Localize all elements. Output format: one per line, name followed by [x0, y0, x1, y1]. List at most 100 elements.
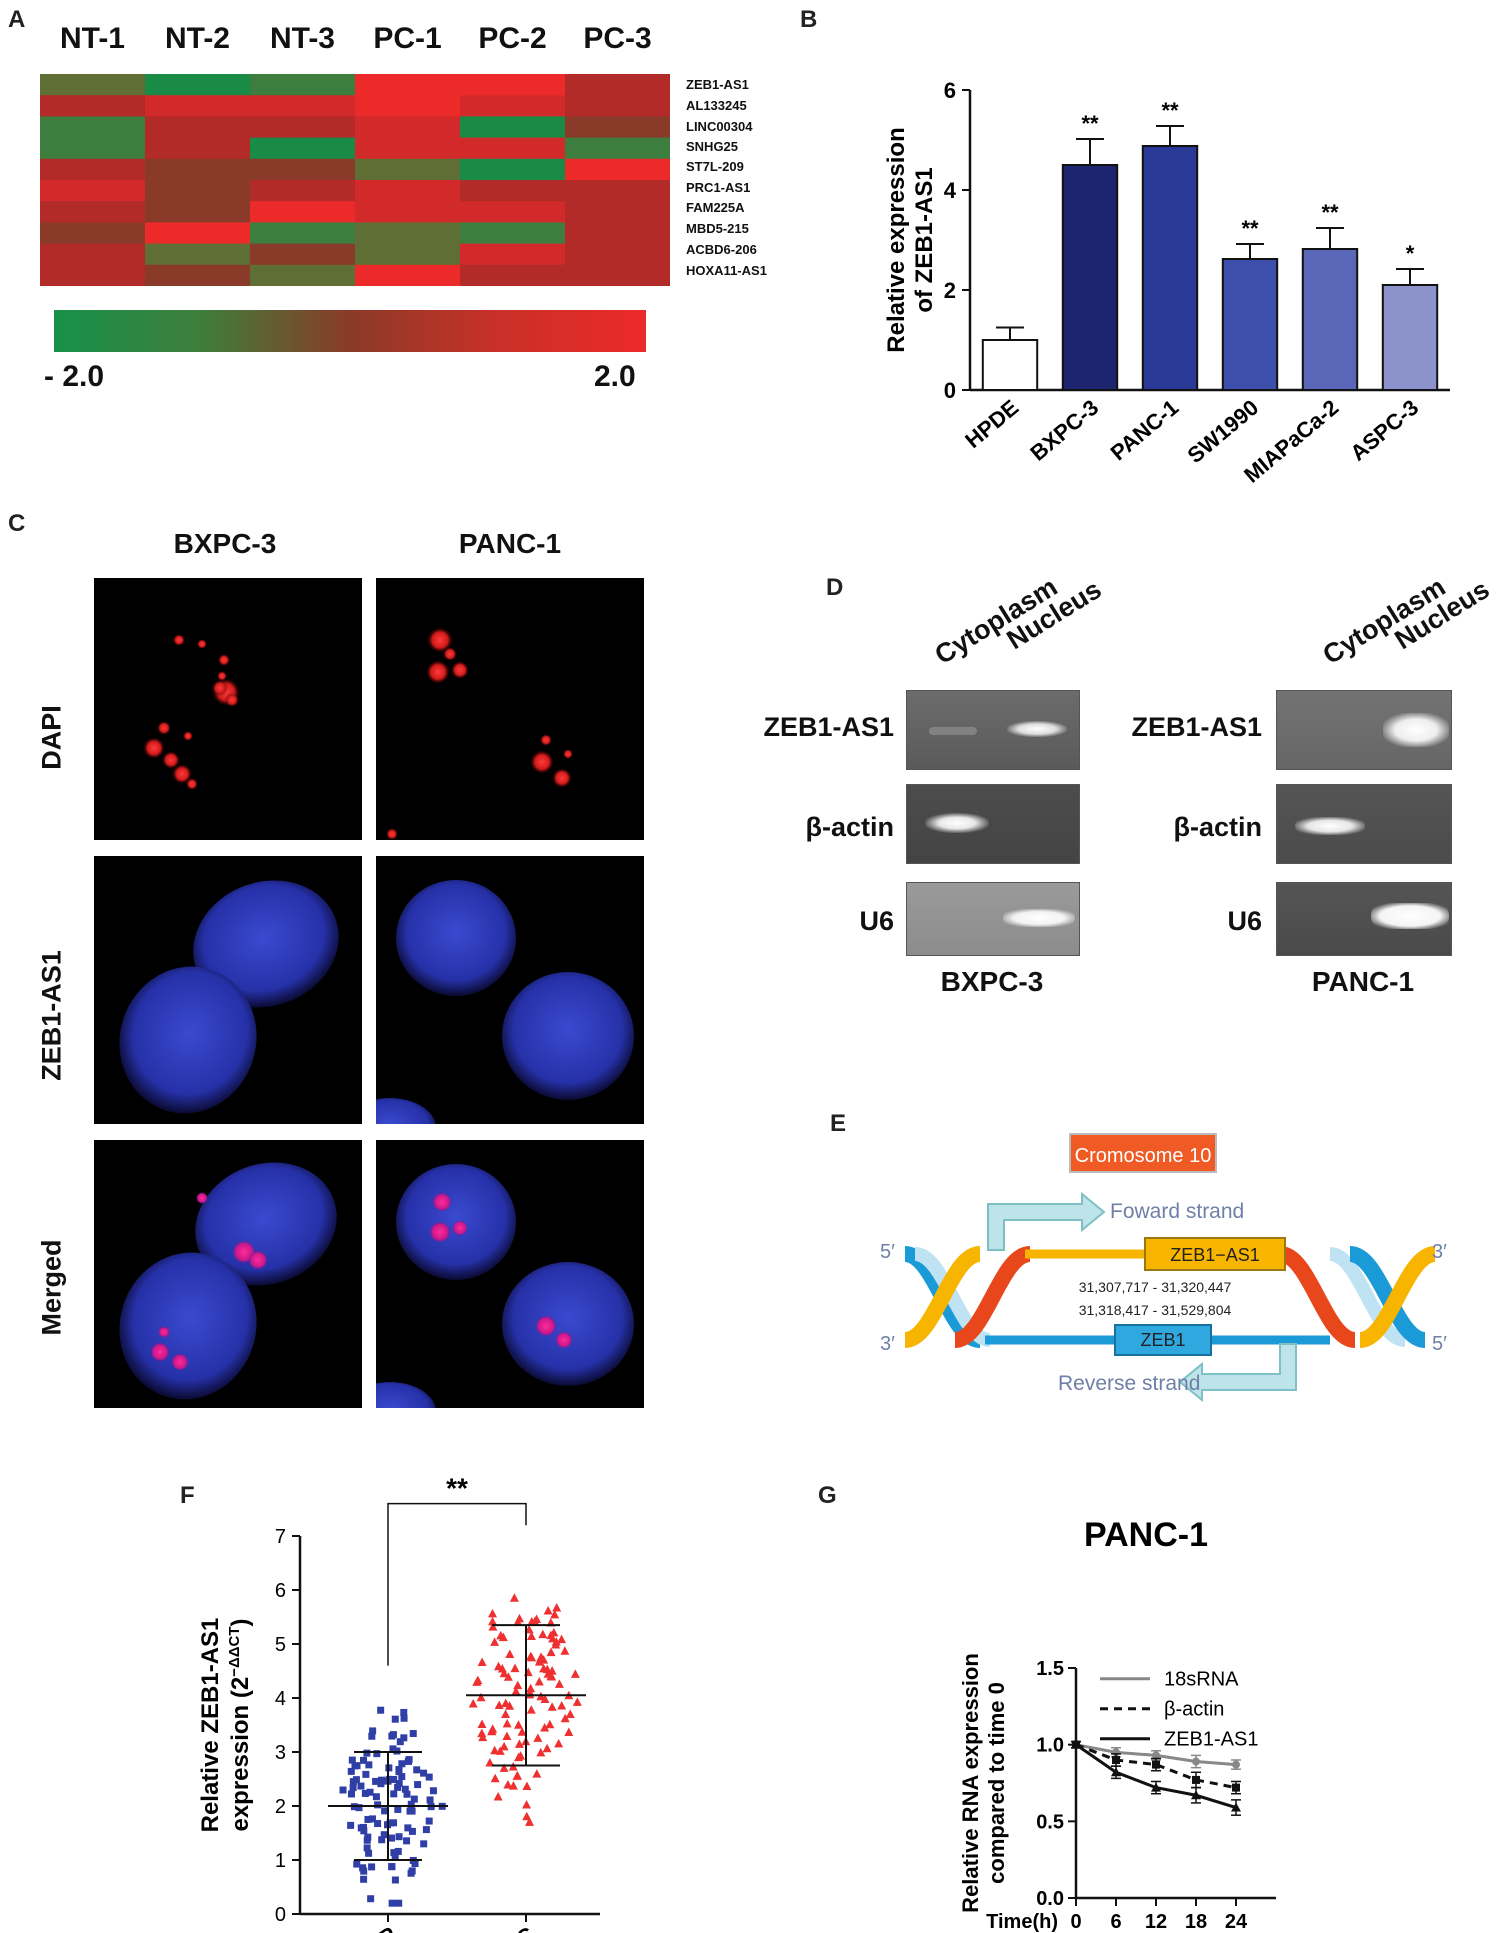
data-point	[389, 1731, 397, 1739]
panel-label-f: F	[180, 1482, 195, 1509]
heatmap-cell	[460, 264, 566, 286]
data-point	[381, 1807, 389, 1815]
data-point	[560, 1646, 570, 1655]
micrograph-bxpc3-merged	[94, 1140, 362, 1408]
heatmap-cell	[460, 116, 566, 139]
data-point	[477, 1728, 487, 1738]
heatmap-cell	[460, 180, 566, 202]
data-point	[360, 1875, 368, 1883]
y-tick-label: 4	[944, 178, 957, 203]
data-point	[505, 1649, 515, 1659]
heatmap-cell	[40, 264, 146, 286]
panel-label-b: B	[800, 6, 818, 33]
panel-c-row-dapi: DAPI	[36, 705, 67, 770]
data-point	[396, 1738, 404, 1746]
gene-label: AL133245	[686, 98, 747, 113]
data-point	[542, 1664, 552, 1674]
panel-c-row-zeb1as1: ZEB1-AS1	[36, 950, 67, 1081]
data-point	[490, 1745, 500, 1755]
significance-mark: **	[1321, 200, 1339, 225]
x-tick-label: PANC-1	[1106, 395, 1184, 466]
data-point	[410, 1795, 418, 1803]
y-tick-label: 1.0	[1036, 1735, 1064, 1757]
heatmap-col-pc3: PC-3	[583, 22, 652, 55]
data-point	[391, 1876, 399, 1884]
heatmap-col-nt1: NT-1	[59, 22, 125, 55]
significance-mark: **	[1241, 216, 1259, 241]
gene-box-zeb1	[1114, 1324, 1212, 1356]
heatmap-cell	[40, 158, 146, 181]
y-tick-label: 5	[275, 1634, 286, 1656]
data-point	[517, 1727, 527, 1736]
data-point	[543, 1605, 553, 1615]
forward-strand-label: Foward strand	[1110, 1200, 1244, 1223]
data-point	[368, 1732, 376, 1740]
data-point	[532, 1769, 542, 1778]
data-point	[409, 1730, 417, 1738]
data-point	[413, 1766, 421, 1774]
data-point	[494, 1661, 504, 1671]
heatmap-cell	[40, 116, 146, 139]
scale-max-label: 2.0	[594, 360, 636, 393]
data-point	[398, 1773, 406, 1781]
data-point	[395, 1833, 403, 1841]
end-label-bottom-left: 3′	[880, 1333, 895, 1355]
data-point	[468, 1698, 478, 1708]
bar	[1381, 284, 1439, 391]
heatmap-cell	[40, 74, 146, 96]
heatmap-cell	[145, 201, 251, 223]
data-point	[473, 1675, 483, 1685]
data-point	[513, 1617, 523, 1627]
data-point	[554, 1679, 564, 1688]
data-point	[405, 1756, 413, 1764]
data-point	[364, 1833, 372, 1841]
data-point	[361, 1789, 369, 1797]
data-point	[551, 1640, 561, 1649]
data-point	[1112, 1756, 1120, 1764]
heatmap-color-scale	[54, 310, 646, 352]
data-point	[490, 1773, 500, 1783]
gene-label: HOXA11-AS1	[686, 263, 767, 278]
data-point	[408, 1807, 416, 1815]
data-point	[368, 1815, 376, 1823]
data-point	[362, 1770, 370, 1778]
micrograph-bxpc3-dapi	[94, 578, 362, 840]
y-axis-label: Relative ZEB1-AS1	[197, 1618, 224, 1833]
data-point	[547, 1702, 557, 1711]
data-point	[538, 1629, 548, 1639]
heatmap-cell	[565, 201, 670, 223]
heatmap-cell	[40, 222, 146, 245]
data-point	[353, 1762, 361, 1770]
heatmap-cell	[145, 180, 251, 202]
data-point	[513, 1680, 523, 1690]
data-point	[414, 1781, 422, 1789]
heatmap-cell	[145, 264, 251, 286]
gel-label-u6-bxpc3: U6	[859, 906, 894, 936]
data-point	[403, 1790, 411, 1798]
y-axis-label: expression (2−ΔΔCT)	[226, 1618, 254, 1831]
data-point	[400, 1734, 408, 1742]
gel-label-zeb1as1-bxpc3: ZEB1-AS1	[763, 712, 894, 742]
data-point	[565, 1709, 575, 1718]
data-point	[536, 1652, 546, 1661]
data-point	[488, 1608, 498, 1618]
reverse-arrow-icon	[1178, 1343, 1297, 1403]
data-point	[495, 1746, 505, 1755]
data-point	[404, 1824, 412, 1832]
data-point	[554, 1738, 564, 1748]
heatmap-cell	[355, 74, 461, 96]
panel-label-d: D	[826, 574, 844, 601]
end-label-top-left: 5′	[880, 1241, 895, 1263]
bar	[1301, 248, 1359, 391]
gene-label: LINC00304	[686, 119, 753, 134]
data-point	[377, 1706, 385, 1714]
series-line	[1075, 1743, 1237, 1790]
data-point	[494, 1700, 504, 1710]
y-tick-label: 4	[275, 1688, 286, 1710]
heatmap-cell	[565, 116, 670, 139]
data-point	[403, 1837, 411, 1845]
chromosome-label-box	[1069, 1133, 1217, 1173]
data-point	[347, 1790, 355, 1798]
data-point	[391, 1715, 399, 1723]
